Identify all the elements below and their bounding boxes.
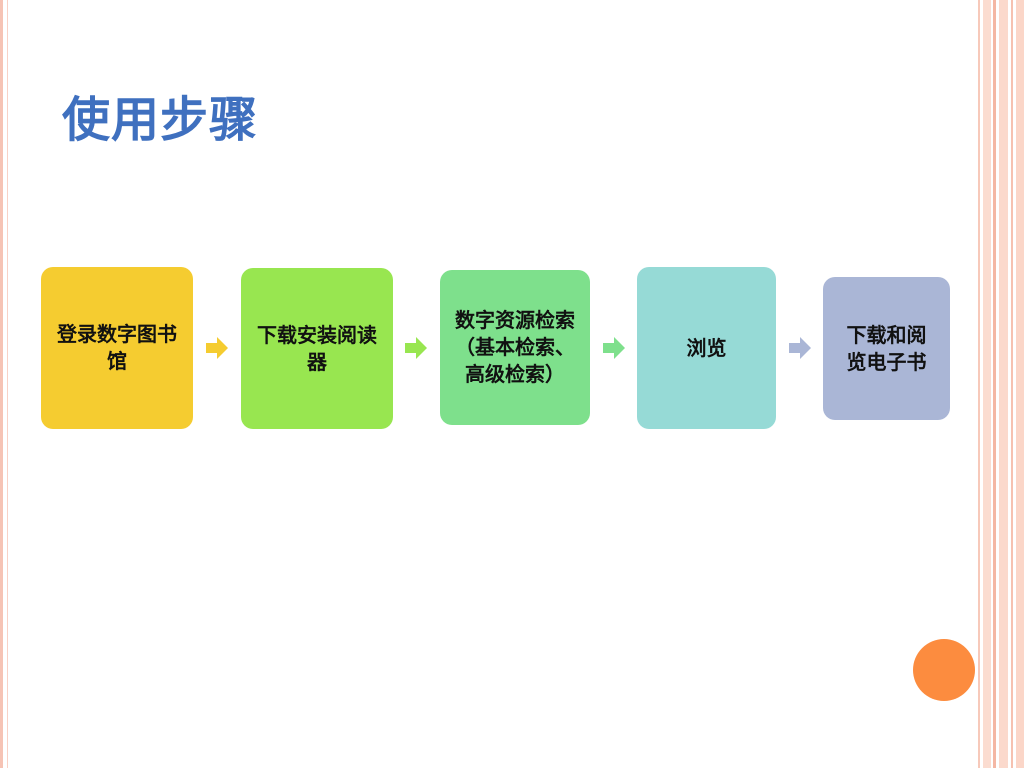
step-box-login: 登录数字图书馆 xyxy=(41,267,193,429)
step-box-search: 数字资源检索（基本检索、高级检索） xyxy=(440,270,590,425)
accent-circle xyxy=(913,639,975,701)
right-border-stripe xyxy=(993,0,996,768)
right-arrow-icon xyxy=(603,337,625,359)
step-label: 下载安装阅读器 xyxy=(257,322,377,374)
step-box-download-read: 下载和阅览电子书 xyxy=(823,277,950,420)
right-arrow-icon xyxy=(405,337,427,359)
slide-title: 使用步骤 xyxy=(62,92,259,148)
step-label: 下载和阅览电子书 xyxy=(846,322,927,374)
step-label: 登录数字图书馆 xyxy=(57,322,177,373)
right-arrow-icon xyxy=(206,337,228,359)
right-arrow-icon xyxy=(789,337,811,359)
right-border-stripe xyxy=(999,0,1008,768)
right-border-stripe xyxy=(1011,0,1013,768)
step-label: 浏览 xyxy=(686,335,727,360)
right-border-stripe xyxy=(1016,0,1024,768)
right-border-stripe xyxy=(983,0,991,768)
left-border-line xyxy=(7,0,8,768)
step-label: 数字资源检索（基本检索、高级检索） xyxy=(455,308,575,386)
step-box-browse: 浏览 xyxy=(637,267,776,429)
right-border-stripe xyxy=(978,0,980,768)
step-box-install-reader: 下载安装阅读器 xyxy=(241,268,393,429)
left-border-stripe xyxy=(0,0,3,768)
